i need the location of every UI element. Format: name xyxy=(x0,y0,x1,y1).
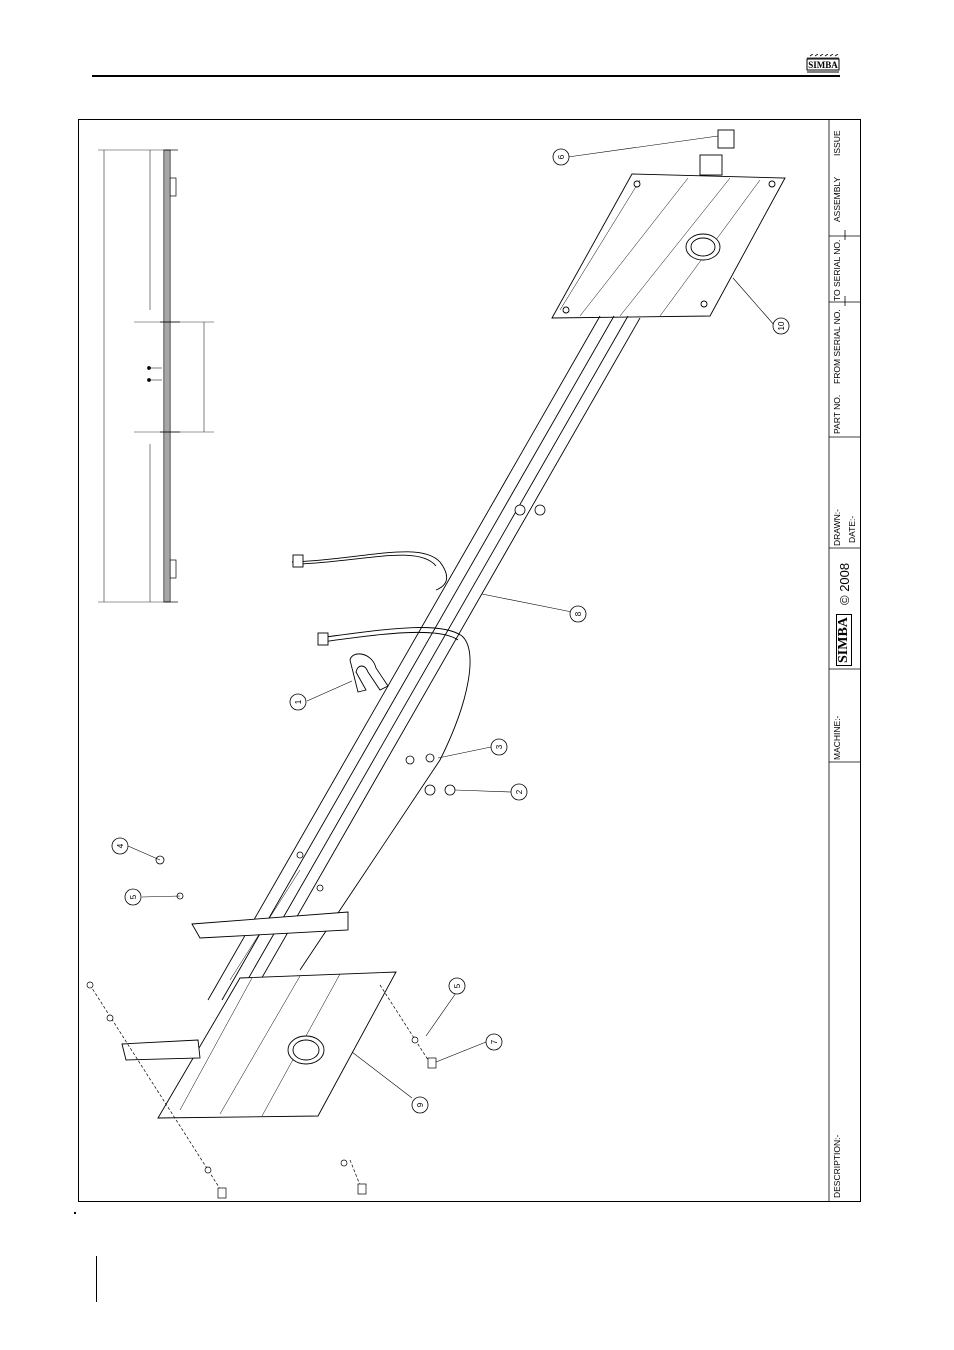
margin-mark xyxy=(74,1212,76,1214)
assembly-label: ASSEMBLY xyxy=(833,177,842,222)
svg-text:7: 7 xyxy=(490,1039,499,1044)
description-label: DESCRIPTION:- xyxy=(833,1135,842,1198)
margin-rule xyxy=(96,1256,97,1302)
from-serial-label: FROM SERIAL NO. xyxy=(833,309,842,384)
hose-bracket xyxy=(350,654,388,692)
svg-text:5: 5 xyxy=(453,983,462,988)
machine-label: MACHINE:- xyxy=(833,716,842,760)
svg-text:4: 4 xyxy=(116,843,125,848)
svg-text:9: 9 xyxy=(416,1102,425,1107)
small-fixings xyxy=(156,505,545,899)
svg-text:3: 3 xyxy=(495,744,504,749)
svg-text:6: 6 xyxy=(557,154,566,159)
svg-text:1: 1 xyxy=(294,699,303,704)
svg-text:2: 2 xyxy=(515,789,524,794)
svg-text:10: 10 xyxy=(777,321,786,330)
svg-text:5: 5 xyxy=(129,894,138,899)
title-block-brand: SIMBA xyxy=(836,614,852,666)
right-lamp-board xyxy=(552,130,785,318)
part-no-label: PART NO. xyxy=(833,395,842,434)
elevation-view xyxy=(98,150,214,602)
svg-text:8: 8 xyxy=(574,611,583,616)
to-serial-label: TO SERIAL NO. xyxy=(833,240,842,301)
drawn-label: DRAWN:- xyxy=(833,509,842,546)
date-label: DATE:- xyxy=(848,516,857,543)
light-bar-beam xyxy=(208,316,640,1002)
issue-label: ISSUE xyxy=(833,130,842,156)
copyright-text: © 2008 xyxy=(838,563,851,605)
left-lamp-board xyxy=(122,912,396,1118)
